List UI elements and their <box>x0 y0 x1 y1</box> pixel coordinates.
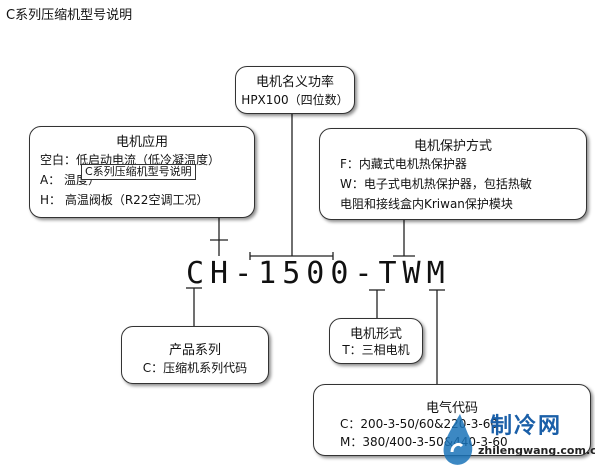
motor-protection-line-2: W：电子式电机热保护器，包括热敏 <box>340 177 532 191</box>
motor-form-line: T：三相电机 <box>342 343 410 357</box>
product-series-box: 产品系列 C：压缩机系列代码 <box>121 326 269 384</box>
motor-form-header: 电机形式 <box>349 327 402 342</box>
rated-power-box: 电机名义功率 HPX100（四位数） <box>235 66 355 114</box>
rated-power-line: HPX100（四位数） <box>241 93 349 107</box>
watermark: 制冷网 zhilengwang.com.cn <box>432 408 595 470</box>
motor-protection-line-3: 电阻和接线盒内Kriwan保护模块 <box>340 197 513 211</box>
motor-application-header: 电机应用 <box>115 135 168 150</box>
product-series-header: 产品系列 <box>168 343 221 358</box>
motor-protection-line-1: F：内藏式电机热保护器 <box>340 157 467 171</box>
motor-protection-header: 电机保护方式 <box>413 139 492 154</box>
motor-protection-box: 电机保护方式 F：内藏式电机热保护器 W：电子式电机热保护器，包括热敏 电阻和接… <box>319 128 587 220</box>
rated-power-header: 电机名义功率 <box>255 75 334 90</box>
watermark-brand: 制冷网 <box>490 414 563 439</box>
motor-form-box: 电机形式 T：三相电机 <box>329 318 423 364</box>
electrical-code-header: 电气代码 <box>425 401 478 416</box>
motor-application-line-3: H： 高温阀板（R22空调工况） <box>40 193 209 207</box>
motor-application-line-1: 空白：低启动电流（低冷凝温度） <box>40 153 221 167</box>
tooltip: C系列压缩机型号说明 <box>81 164 196 180</box>
model-code: CH-1500-TWM <box>186 256 451 291</box>
motor-application-box: 电机应用 空白：低启动电流（低冷凝温度） A： 温度） H： 高温阀板（R22空… <box>29 126 255 218</box>
droplet-logo-icon <box>443 414 473 465</box>
watermark-domain: zhilengwang.com.cn <box>478 444 595 457</box>
page-title: C系列压缩机型号说明 <box>6 8 133 23</box>
product-series-line: C：压缩机系列代码 <box>142 361 248 375</box>
